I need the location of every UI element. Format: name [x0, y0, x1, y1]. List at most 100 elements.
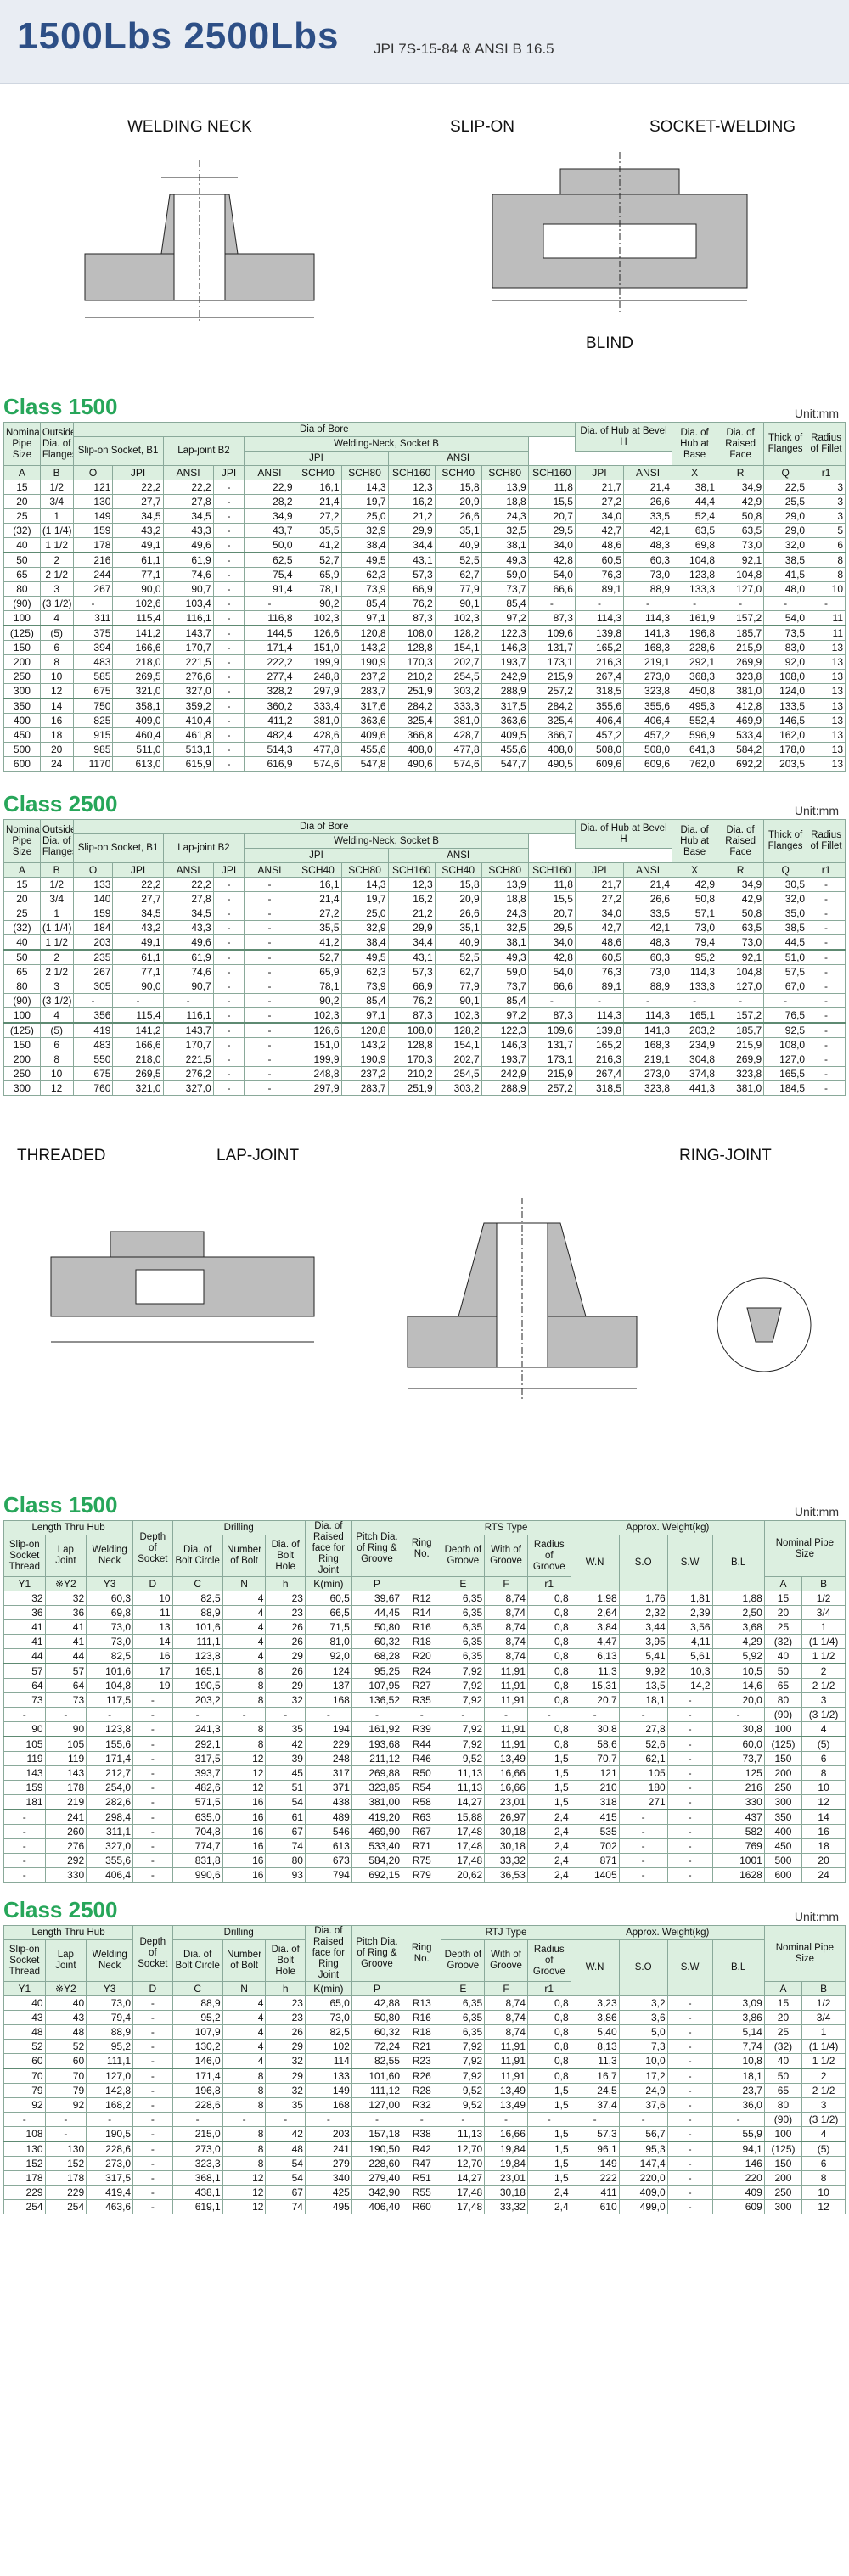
unit-label: Unit:mm [794, 407, 839, 420]
table-row: -----------------(90)(3 1/2) [3, 1707, 846, 1722]
class-title: Class 1500 [3, 394, 118, 419]
ring-joint-label: RING-JOINT [679, 1147, 772, 1165]
blind-label: BLIND [586, 334, 633, 352]
ring-joint-drawing [391, 1189, 671, 1410]
welding-neck-label: WELDING NECK [127, 118, 252, 136]
slip-on-label: SLIP-ON [450, 118, 515, 136]
threaded-drawing [34, 1198, 357, 1384]
page-title: 1500Lbs 2500Lbs [17, 15, 340, 57]
flange-drawings-middle: THREADED LAP-JOINT RING-JOINT [0, 1147, 849, 1461]
unit-label: Unit:mm [794, 804, 839, 817]
slip-on-drawing [441, 143, 798, 322]
unit-label: Unit:mm [794, 1505, 839, 1518]
standard-label: JPI 7S-15-84 & ANSI B 16.5 [374, 41, 554, 57]
class-title: Class 1500 [3, 1492, 118, 1518]
flange-drawings-top: WELDING NECK SLIP-ON SOCKET-WELDING BLIN… [0, 84, 849, 356]
threaded-label: THREADED [17, 1147, 106, 1165]
socket-welding-label: SOCKET-WELDING [649, 118, 796, 136]
class-title: Class 2500 [3, 791, 118, 817]
unit-label: Unit:mm [794, 1910, 839, 1923]
page-header: 1500Lbs 2500Lbs JPI 7S-15-84 & ANSI B 16… [0, 0, 849, 84]
class-title: Class 2500 [3, 1897, 118, 1922]
welding-neck-drawing [68, 143, 374, 339]
lap-joint-label: LAP-JOINT [216, 1147, 300, 1165]
